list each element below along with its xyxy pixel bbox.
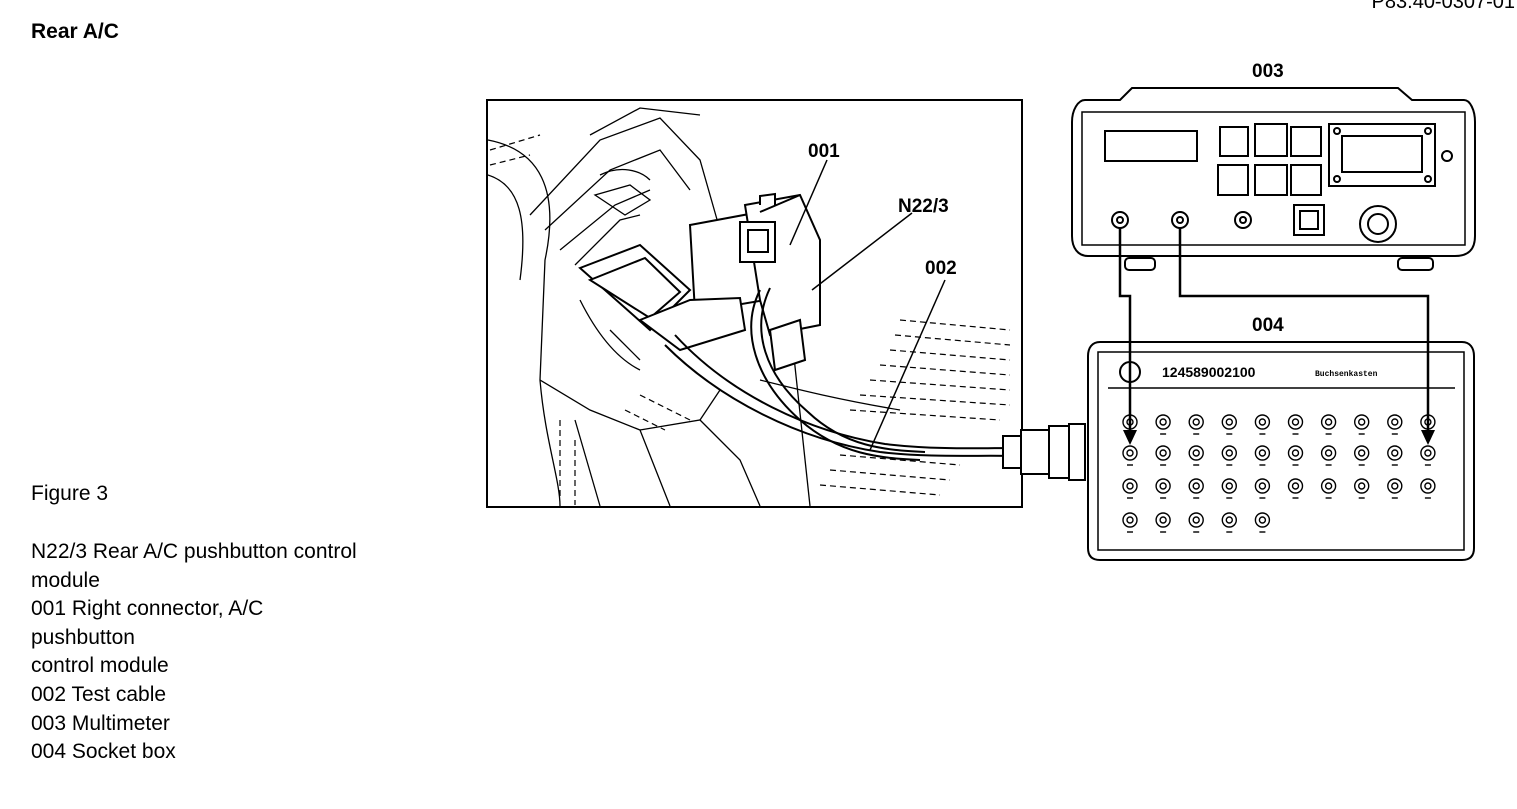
socket-grid [1122,414,1436,533]
socket-jack-center [1225,482,1234,490]
socket-jack-center [1424,449,1432,457]
socket-jack-center [1258,449,1267,457]
socket-jack [1188,414,1204,430]
callout-n22-3: N22/3 [898,196,949,217]
socket-jack-center [1324,482,1333,490]
legend-line: 002 Test cable [31,682,167,706]
socket-box [1087,341,1475,561]
callout-003: 003 [1252,61,1284,82]
socket-box-part-number: 124589002100 [1162,364,1256,380]
socket-jack [1188,478,1204,494]
socket-jack-center [1324,449,1333,457]
legend-line: pushbutton [31,625,135,649]
legend-line: 001 Right connector, A/C [31,597,264,621]
legend: N22/3 Rear A/C pushbutton control module… [31,538,431,767]
console-illustration [486,99,1086,508]
socket-jack-center [1159,449,1167,457]
socket-jack [1353,478,1370,494]
socket-jack-center [1324,418,1333,426]
figure-caption: Figure 3 [31,482,109,505]
socket-jack-center [1192,482,1200,490]
socket-jack [1221,512,1238,528]
socket-jack [1254,414,1271,430]
socket-jack-center [1357,418,1366,426]
socket-jack [1353,445,1370,461]
callout-004: 004 [1252,315,1284,336]
socket-jack [1287,414,1304,430]
socket-jack-center [1424,482,1432,490]
socket-jack-center [1357,482,1366,490]
socket-jack [1155,445,1171,461]
socket-jack [1320,478,1337,494]
socket-jack [1188,445,1204,461]
socket-jack [1420,445,1436,461]
legend-line: 003 Multimeter [31,711,170,735]
socket-jack-center [1357,449,1366,457]
socket-jack [1155,478,1171,494]
test-cable [664,344,1011,457]
socket-jack [1320,445,1337,461]
measurement-leads [1118,228,1430,438]
socket-jack-center [1391,482,1399,490]
socket-jack [1254,478,1271,494]
socket-jack [1353,414,1370,430]
socket-jack [1155,512,1171,528]
socket-jack [1188,512,1204,528]
multimeter [1071,87,1476,271]
socket-jack [1387,445,1403,461]
callout-001: 001 [808,141,840,162]
socket-jack-center [1192,449,1200,457]
socket-jack-center [1391,449,1399,457]
socket-jack [1122,445,1138,461]
socket-box-name: Buchsenkasten [1315,370,1378,379]
socket-jack-center [1291,418,1300,426]
socket-jack [1287,445,1304,461]
legend-line: control module [31,654,169,678]
socket-jack [1254,445,1271,461]
socket-jack-center [1192,418,1200,426]
page-title: Rear A/C [31,20,119,43]
socket-jack [1221,478,1238,494]
legend-line: N22/3 Rear A/C pushbutton control [31,540,357,563]
figure-reference: P83.40-0307-01 [1371,0,1515,13]
socket-jack-center [1391,418,1399,426]
callout-002: 002 [925,258,957,279]
socket-jack [1221,414,1238,430]
socket-jack-center [1225,516,1234,524]
socket-jack-center [1225,418,1234,426]
legend-line: 004 Socket box [31,740,176,764]
socket-jack-center [1126,449,1134,457]
socket-jack [1122,478,1138,494]
socket-jack-center [1291,482,1300,490]
socket-jack [1387,478,1403,494]
socket-jack [1387,414,1403,430]
socket-jack-center [1192,516,1200,524]
socket-jack-center [1258,418,1267,426]
console-frame [486,99,1023,508]
legend-line: module [31,568,100,592]
socket-jack-center [1258,482,1267,490]
socket-jack [1221,445,1238,461]
socket-jack [1254,512,1271,528]
socket-jack-center [1159,516,1167,524]
socket-jack [1287,478,1304,494]
socket-jack [1122,512,1138,528]
socket-jack-center [1291,449,1300,457]
socket-jack-center [1258,516,1267,524]
socket-jack-center [1159,418,1167,426]
socket-jack [1320,414,1337,430]
socket-jack-center [1126,482,1134,490]
socket-jack-center [1225,449,1234,457]
socket-jack [1420,478,1436,494]
socket-jack [1155,414,1171,430]
socket-jack-center [1159,482,1167,490]
socket-jack-center [1126,516,1134,524]
